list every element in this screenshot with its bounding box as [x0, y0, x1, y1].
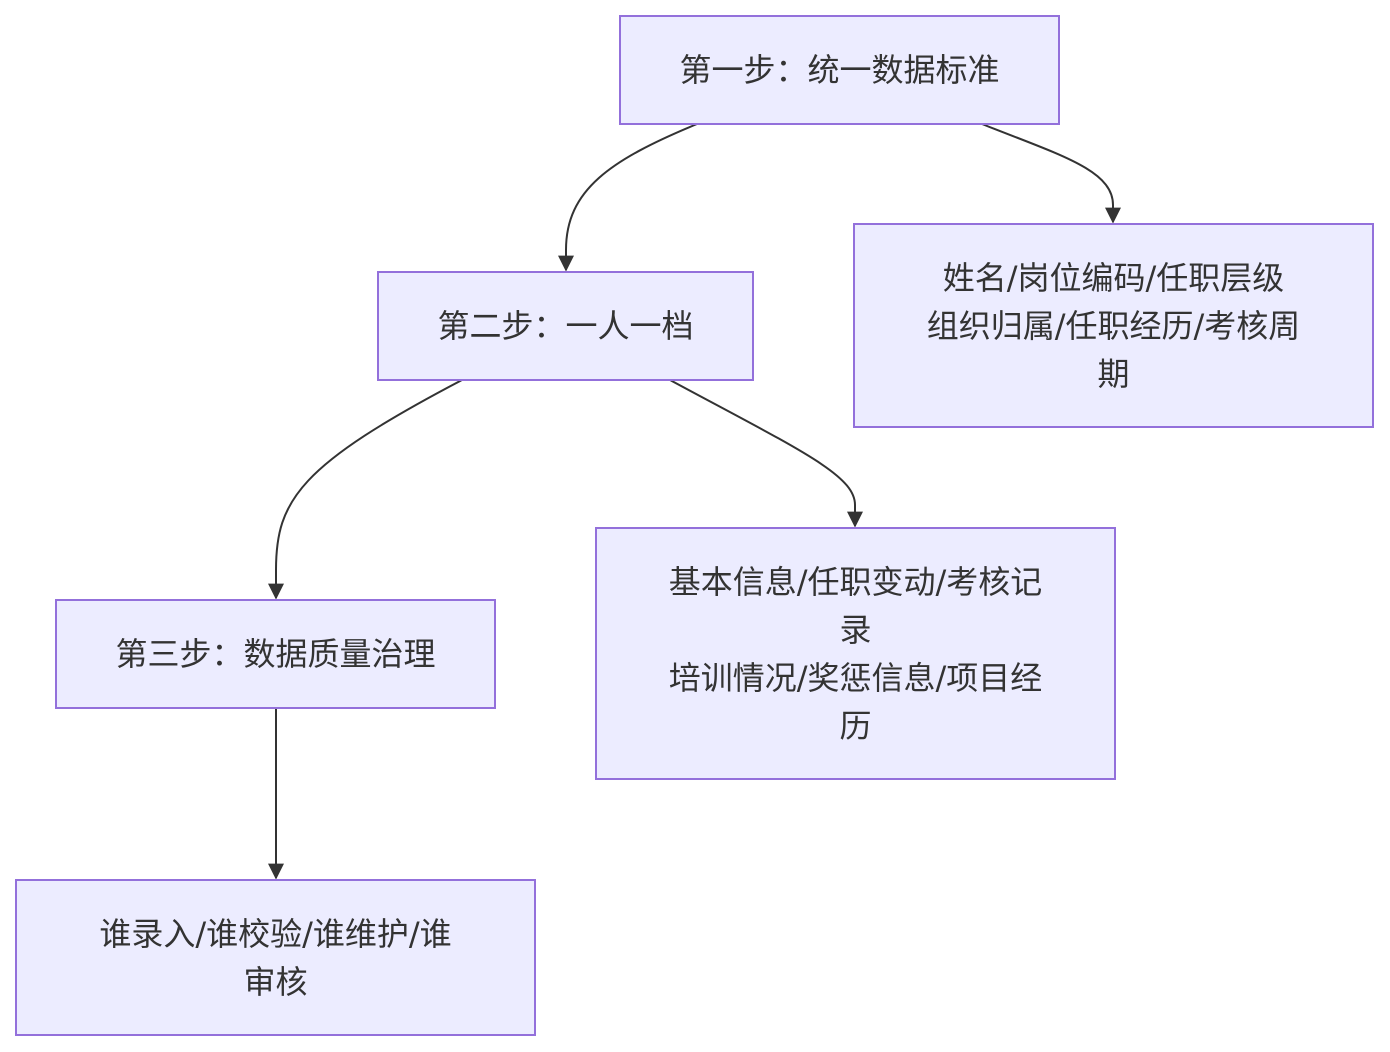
node-governance-label: 谁录入/谁校验/谁维护/谁 审核 — [99, 914, 452, 1001]
node-standards-label: 姓名/岗位编码/任职层级 组织归属/任职经历/考核周 期 — [926, 258, 1301, 393]
node-step1-label: 第一步：统一数据标准 — [679, 51, 1000, 89]
node-governance: 谁录入/谁校验/谁维护/谁 审核 — [15, 879, 536, 1036]
edge-step2-to-profile — [669, 379, 863, 528]
node-profile-label: 基本信息/任职变动/考核记 录 培训情况/奖惩信息/项目经 历 — [668, 562, 1043, 745]
node-step2: 第二步：一人一档 — [377, 271, 754, 381]
node-step1: 第一步：统一数据标准 — [619, 15, 1060, 125]
edge-step2-to-step3 — [268, 379, 463, 600]
edge-step1-to-standards — [981, 123, 1121, 224]
node-profile: 基本信息/任职变动/考核记 录 培训情况/奖惩信息/项目经 历 — [595, 527, 1116, 780]
node-standards: 姓名/岗位编码/任职层级 组织归属/任职经历/考核周 期 — [853, 223, 1374, 428]
node-step3-label: 第三步：数据质量治理 — [115, 635, 436, 673]
edge-step1-to-step2 — [558, 123, 698, 272]
node-step2-label: 第二步：一人一档 — [437, 307, 694, 345]
node-step3: 第三步：数据质量治理 — [55, 599, 496, 709]
